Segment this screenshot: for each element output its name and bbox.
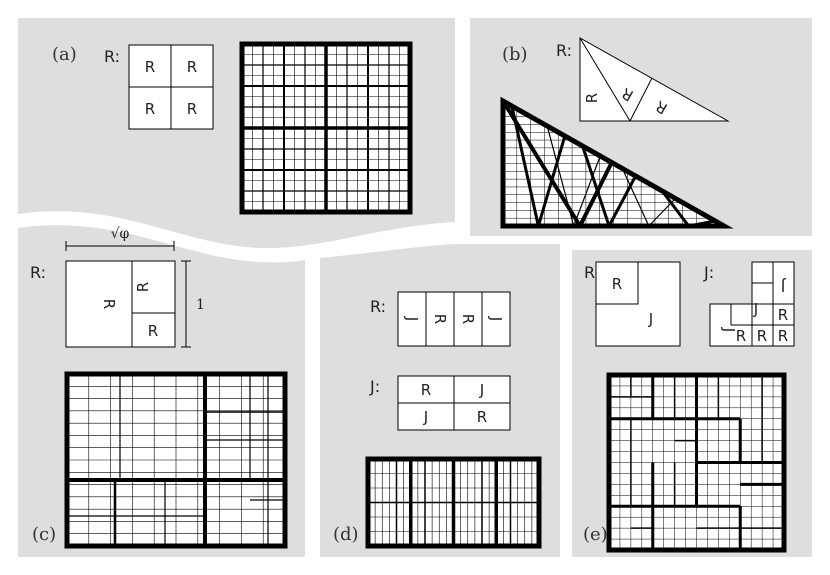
- panel-e-tiling-border: [606, 372, 787, 553]
- panel-e-j-inner-1: [730, 262, 794, 346]
- panel-d-rule-r: R: J R R J: [370, 291, 511, 347]
- panel-d-rule-j: J: R J J R: [369, 375, 511, 431]
- panel-d-j-letter-1: R: [421, 381, 431, 399]
- panel-e-tiling: [606, 372, 787, 553]
- panel-b-letter-1: R: [583, 93, 601, 103]
- panel-d-label: (d): [333, 524, 359, 545]
- panel-d-r-letter-3: R: [459, 314, 477, 324]
- panel-b-rule-line-1: [579, 37, 631, 122]
- panel-c-rule-label: R:: [30, 263, 46, 282]
- panel-b-medium-line: [621, 168, 650, 227]
- panel-c-tiling-border: [64, 371, 288, 549]
- panel-b-rule-label: R:: [556, 41, 572, 60]
- panel-a-letter-2: R: [187, 58, 197, 76]
- panel-c-letter-1: R: [100, 299, 118, 309]
- panel-d-j-letter-3: J: [423, 408, 428, 426]
- panel-e-j-letter-3: J: [720, 327, 738, 332]
- panel-a-tiling-border: [239, 41, 413, 215]
- panel-e-j-letter-2: J: [753, 300, 758, 318]
- panel-d-r-letter-1: J: [403, 316, 421, 321]
- panel-b-medium-line: [573, 155, 601, 227]
- panel-a-tiling: [239, 41, 413, 215]
- panel-b-tiling: [500, 96, 734, 229]
- panel-d-tiling-border: [365, 456, 542, 549]
- panel-d-rule-label-r: R:: [370, 297, 386, 316]
- panel-a-letter-4: R: [187, 100, 197, 118]
- panel-d-rule-label-j: J:: [369, 377, 380, 396]
- panel-a-rule: R: R R R R: [104, 44, 214, 130]
- panel-c-height-label: 1: [196, 297, 205, 313]
- panel-e-j-letter-5: R: [778, 327, 788, 345]
- panel-e-label: (e): [583, 524, 608, 545]
- panel-e-rule-j: J: J J J R R R R: [703, 261, 795, 347]
- panel-b-rule: R: R R R: [556, 37, 730, 122]
- panel-e-rule-r: R: R J: [584, 261, 681, 347]
- panel-e-r-letter-2: J: [648, 310, 653, 328]
- panel-a-letter-3: R: [145, 100, 155, 118]
- panel-e-j-letter-6: R: [757, 327, 767, 345]
- panel-d-r-letter-2: R: [431, 314, 449, 324]
- panel-c-letter-3: R: [148, 322, 158, 340]
- panel-e-r-subtile: [595, 261, 639, 305]
- panel-c-letter-2: R: [134, 282, 152, 292]
- panel-e-j-letter-7: R: [736, 327, 746, 345]
- panel-b-label: (b): [502, 44, 528, 65]
- panel-d-tiling: [365, 456, 542, 549]
- panel-a-label: (a): [52, 44, 77, 65]
- panel-c-rule: √φ R: R R R 1: [30, 226, 205, 348]
- panel-c-width-label: √φ: [111, 226, 130, 242]
- panel-b-major-line: [501, 99, 582, 228]
- panel-c-label: (c): [32, 524, 56, 545]
- panel-e-j-letter-4: R: [778, 306, 788, 324]
- panel-b-medium-line: [660, 190, 690, 227]
- panel-a-rule-label: R:: [104, 47, 120, 66]
- panel-c-rule-tile: [65, 260, 176, 348]
- panel-e-r-letter-1: R: [612, 275, 622, 293]
- panel-b-medium-line: [581, 145, 611, 227]
- panel-d-r-letter-4: J: [487, 316, 505, 321]
- panel-b-tiling-border: [500, 96, 734, 229]
- panel-c-tiling: [64, 371, 288, 549]
- panel-d-j-letter-2: J: [479, 381, 484, 399]
- panel-b-major-line: [578, 161, 614, 227]
- panel-d-j-letter-4: R: [477, 408, 487, 426]
- panel-a-letter-1: R: [145, 58, 155, 76]
- panel-e-j-letter-1: J: [781, 277, 786, 295]
- panel-b-rule-line-2: [629, 77, 653, 122]
- panel-b-medium-line: [607, 175, 637, 227]
- panel-e-rule-label-j: J:: [703, 263, 714, 282]
